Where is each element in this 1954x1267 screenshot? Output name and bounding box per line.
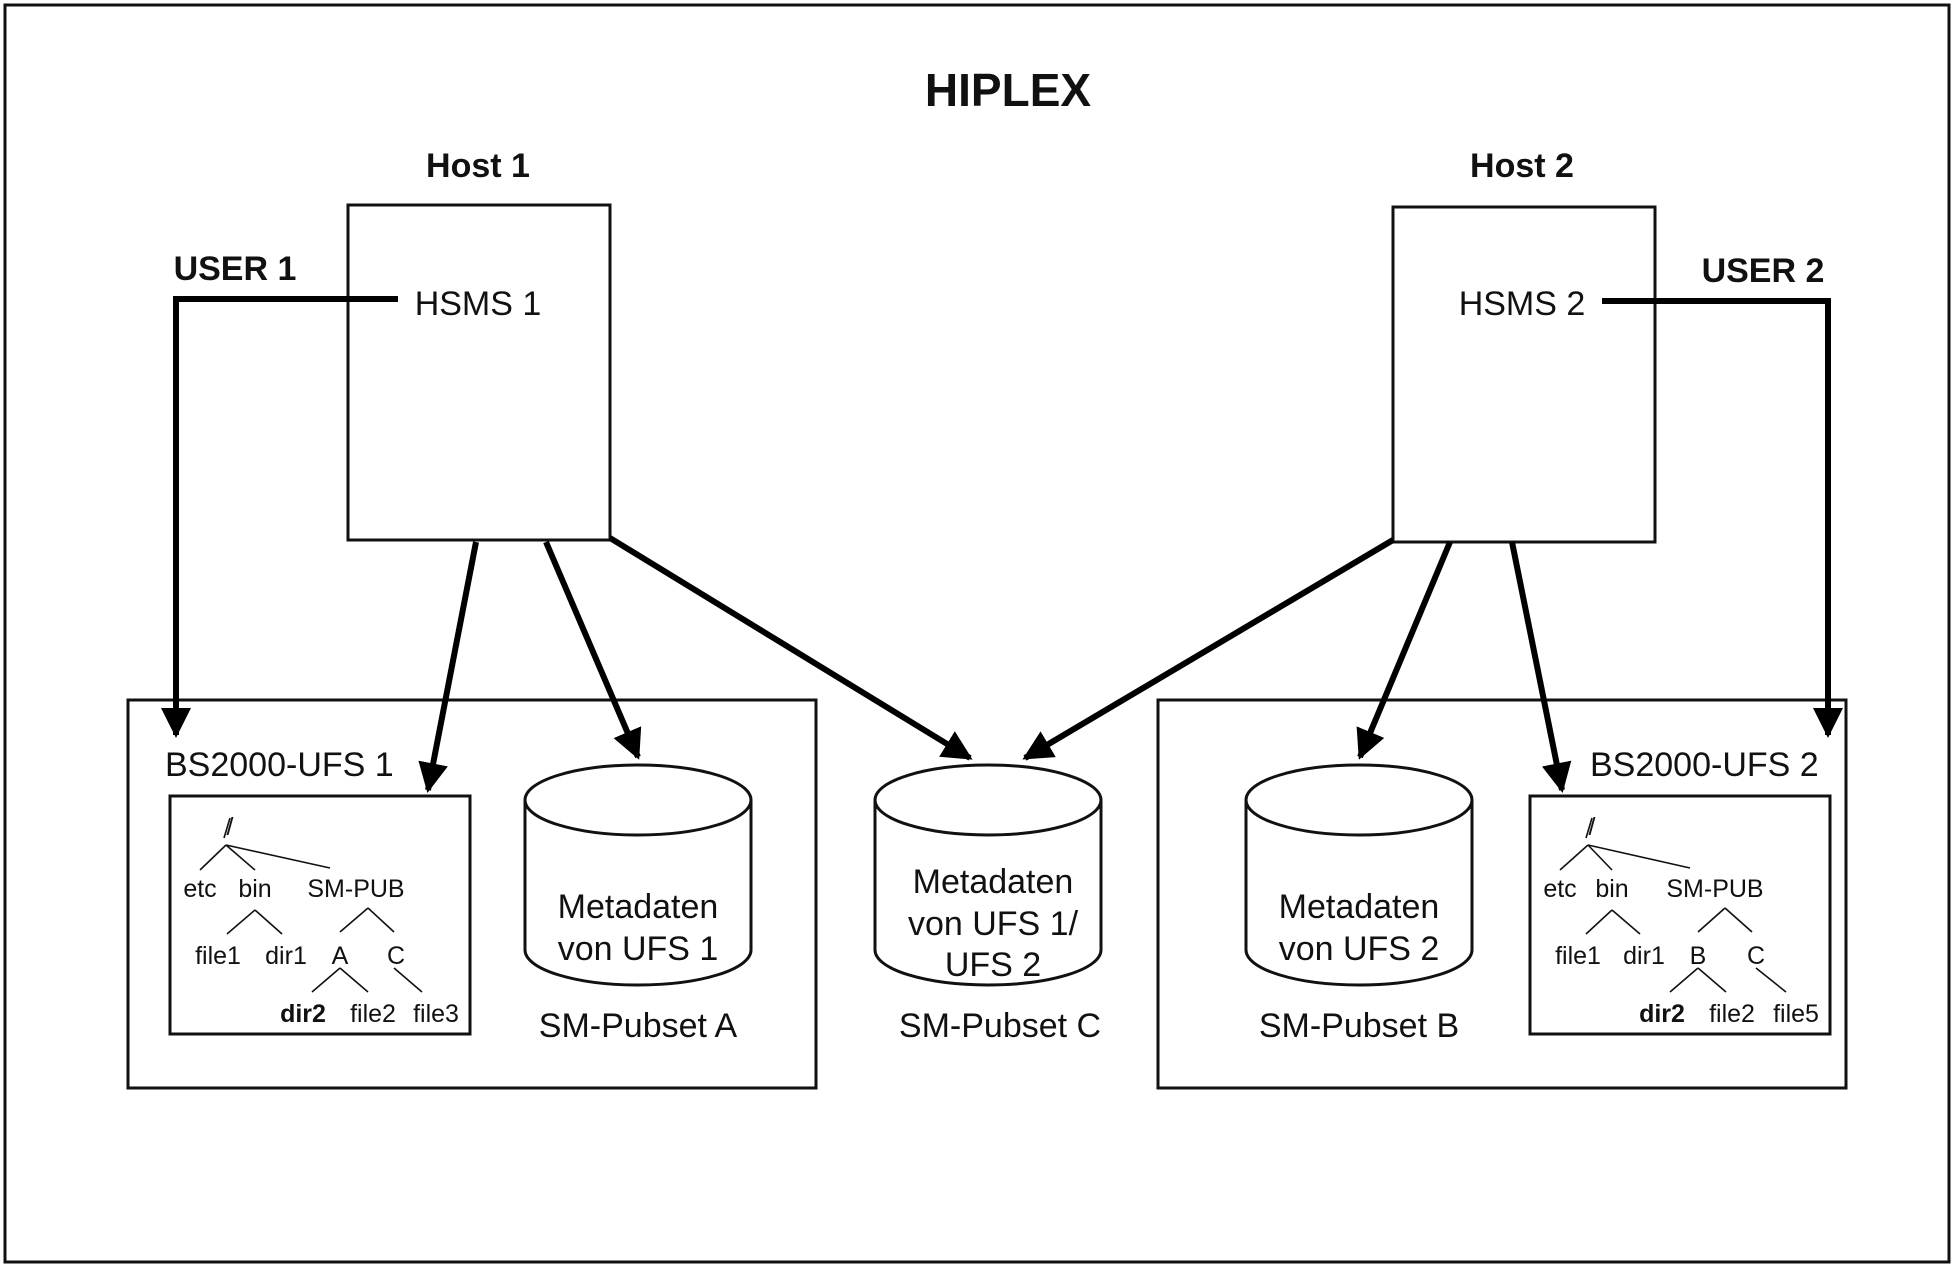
pubset-a-label: SM-Pubset A (539, 1007, 738, 1045)
ufs1-tree-box (168, 794, 472, 1036)
ufs1-label: BS2000-UFS 1 (165, 746, 394, 784)
ufs1-node-c: C (387, 942, 405, 970)
ufs1-node-dir2: dir2 (280, 1000, 326, 1028)
ufs1-node-root: / (227, 813, 234, 841)
ufs1-node-file1: file1 (195, 942, 241, 970)
diagram-title: HIPLEX (925, 64, 1091, 116)
pubset-b-line2: von UFS 2 (1279, 930, 1440, 968)
pubset-a-line1: Metadaten (558, 888, 719, 926)
ufs2-node-etc: etc (1543, 875, 1576, 903)
ufs2-node-dir2: dir2 (1639, 1000, 1685, 1028)
ufs2-node-c: C (1747, 942, 1765, 970)
ufs1-node-etc: etc (183, 875, 216, 903)
pubset-c-label: SM-Pubset C (899, 1007, 1101, 1045)
pubset-b-line1: Metadaten (1279, 888, 1440, 926)
host2-to-pubset-b-arrow (1356, 540, 1453, 760)
ufs2-node-file2: file2 (1709, 1000, 1755, 1028)
ufs2-label: BS2000-UFS 2 (1590, 746, 1819, 784)
ufs1-node-file3: file3 (413, 1000, 459, 1028)
pubset-c-line3: UFS 2 (945, 946, 1041, 984)
host2-to-pubset-c-arrow (1022, 537, 1395, 761)
host1-to-ufs1-arrow (418, 541, 479, 793)
user2-arrow (1602, 298, 1843, 738)
host1-to-pubset-c-arrow (608, 535, 973, 761)
host1-box (346, 203, 612, 542)
host1-to-pubset-a-arrow (543, 540, 642, 760)
pubset-c-line1: Metadaten (913, 863, 1074, 901)
pubset-c-line2: von UFS 1/ (908, 905, 1079, 943)
hsms1-label: HSMS 1 (415, 285, 542, 323)
host1-label: Host 1 (426, 147, 530, 185)
user1-arrow (161, 296, 398, 738)
ufs1-node-file2: file2 (350, 1000, 396, 1028)
pubset-c-disk: Metadaten von UFS 1/ UFS 2 (873, 763, 1103, 987)
ufs2-node-root: / (1589, 813, 1596, 841)
ufs2-node-b: B (1690, 942, 1707, 970)
ufs1-tree: / etc bin SM-PUB file1 dir1 A C dir2 fil… (168, 794, 472, 1036)
pubset-a-line2: von UFS 1 (558, 930, 719, 968)
ufs1-node-bin: bin (238, 875, 271, 903)
ufs2-tree-box (1528, 794, 1832, 1036)
host2-box (1391, 205, 1657, 544)
user1-label: USER 1 (174, 250, 297, 288)
pubset-b-disk: Metadaten von UFS 2 (1244, 763, 1474, 987)
pubset-b-label: SM-Pubset B (1259, 1007, 1459, 1045)
ufs1-node-a: A (332, 942, 349, 970)
ufs2-group-frame (1156, 698, 1848, 1090)
host2-to-ufs2-arrow (1509, 541, 1572, 793)
user2-label: USER 2 (1702, 252, 1825, 290)
ufs2-node-bin: bin (1595, 875, 1628, 903)
ufs1-group-frame (126, 698, 818, 1090)
ufs2-node-smpub: SM-PUB (1666, 875, 1763, 903)
ufs2-tree: / etc bin SM-PUB file1 dir1 B C dir2 fil… (1528, 794, 1832, 1036)
ufs1-node-dir1: dir1 (265, 942, 307, 970)
ufs1-node-smpub: SM-PUB (307, 875, 404, 903)
ufs2-node-file1: file1 (1555, 942, 1601, 970)
host2-label: Host 2 (1470, 147, 1574, 185)
ufs2-node-dir1: dir1 (1623, 942, 1665, 970)
hsms2-label: HSMS 2 (1459, 285, 1586, 323)
ufs2-node-file5: file5 (1773, 1000, 1819, 1028)
pubset-a-disk: Metadaten von UFS 1 (523, 763, 753, 987)
outer-frame (3, 3, 1951, 1264)
